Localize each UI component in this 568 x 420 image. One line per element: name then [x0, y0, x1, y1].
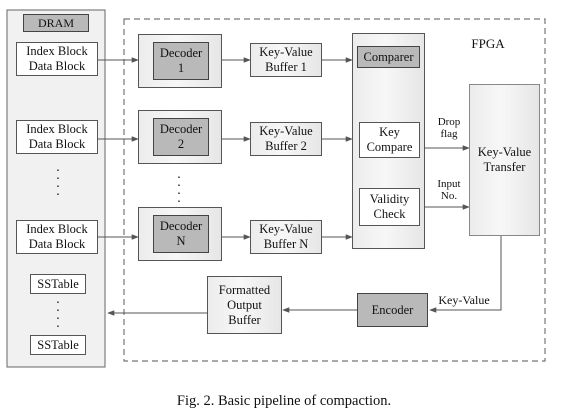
kv-buffer-1: Key-Value Buffer 1: [250, 43, 322, 77]
kv-buffer-2-line1: Key-Value: [259, 124, 313, 138]
decoder-1-index: 1: [177, 61, 185, 75]
dram-block-1-line2: Data Block: [28, 59, 86, 73]
formatted-buffer-line1: Formatted: [218, 282, 271, 297]
validity-check-line2: Check: [373, 207, 406, 221]
key-compare: Key Compare: [359, 122, 420, 158]
figure-caption: Fig. 2. Basic pipeline of compaction.: [176, 393, 392, 409]
encoder: Encoder: [357, 293, 428, 327]
drop-flag-label: Drop flag: [432, 116, 466, 140]
kv-buffer-2: Key-Value Buffer 2: [250, 122, 322, 156]
kv-buffer-1-line1: Key-Value: [259, 45, 313, 59]
drop-flag-line2: flag: [440, 128, 458, 140]
dram-sstable-1: SSTable: [30, 274, 86, 294]
dram-ellipsis: ····: [55, 164, 61, 203]
decoder-n-index: N: [176, 234, 186, 248]
decoder-2: Decoder 2: [153, 118, 209, 156]
input-no-label: Input No.: [432, 178, 466, 202]
sstable-ellipsis: ····: [55, 296, 61, 335]
decoder-2-index: 2: [177, 137, 185, 151]
arrow-transfer-to-encoder: [429, 236, 502, 313]
input-no-line2: No.: [440, 190, 458, 202]
kv-transfer-line1: Key-Value: [477, 145, 532, 159]
kv-transfer-line2: Transfer: [483, 160, 526, 174]
decoder-2-name: Decoder: [159, 122, 203, 136]
kv-buffer-2-line2: Buffer 2: [265, 139, 307, 153]
decoder-n: Decoder N: [153, 215, 209, 253]
dram-block-3: Index Block Data Block: [16, 220, 98, 254]
decoder-n-name: Decoder: [159, 219, 203, 233]
validity-check: Validity Check: [359, 188, 420, 226]
kv-buffer-1-line2: Buffer 1: [265, 60, 307, 74]
dram-label: DRAM: [23, 14, 89, 32]
formatted-output-buffer: Formatted Output Buffer: [207, 276, 282, 334]
validity-check-line1: Validity: [369, 192, 410, 206]
dram-block-1-line1: Index Block: [26, 44, 88, 58]
drop-flag-line1: Drop: [437, 116, 461, 128]
formatted-buffer-line3: Buffer: [228, 312, 261, 327]
decoder-n-panel: Decoder N: [138, 207, 222, 261]
kv-buffer-n: Key-Value Buffer N: [250, 220, 322, 254]
input-no-line1: Input: [437, 178, 461, 190]
decoder-ellipsis: ····: [176, 171, 182, 210]
kv-buffer-n-line2: Buffer N: [263, 237, 309, 251]
decoder-1-name: Decoder: [159, 46, 203, 60]
dram-block-2: Index Block Data Block: [16, 120, 98, 154]
kv-buffer-n-line1: Key-Value: [259, 222, 313, 236]
dram-block-2-line2: Data Block: [28, 137, 86, 151]
dram-sstable-2: SSTable: [30, 335, 86, 355]
encoder-input-label: Key-Value: [438, 293, 490, 307]
decoder-1-panel: Decoder 1: [138, 34, 222, 88]
dram-block-3-line2: Data Block: [28, 237, 86, 251]
kv-transfer: Key-Value Transfer: [469, 84, 540, 236]
key-compare-line2: Compare: [366, 140, 413, 154]
key-compare-line1: Key: [379, 125, 400, 139]
formatted-buffer-line2: Output: [227, 297, 262, 312]
comparer: Comparer: [357, 46, 420, 68]
decoder-2-panel: Decoder 2: [138, 110, 222, 164]
fpga-label: FPGA: [471, 36, 505, 51]
dram-block-3-line1: Index Block: [26, 222, 88, 236]
dram-block-2-line1: Index Block: [26, 122, 88, 136]
dram-block-1: Index Block Data Block: [16, 42, 98, 76]
decoder-1: Decoder 1: [153, 42, 209, 80]
fpga-region: [123, 18, 546, 362]
